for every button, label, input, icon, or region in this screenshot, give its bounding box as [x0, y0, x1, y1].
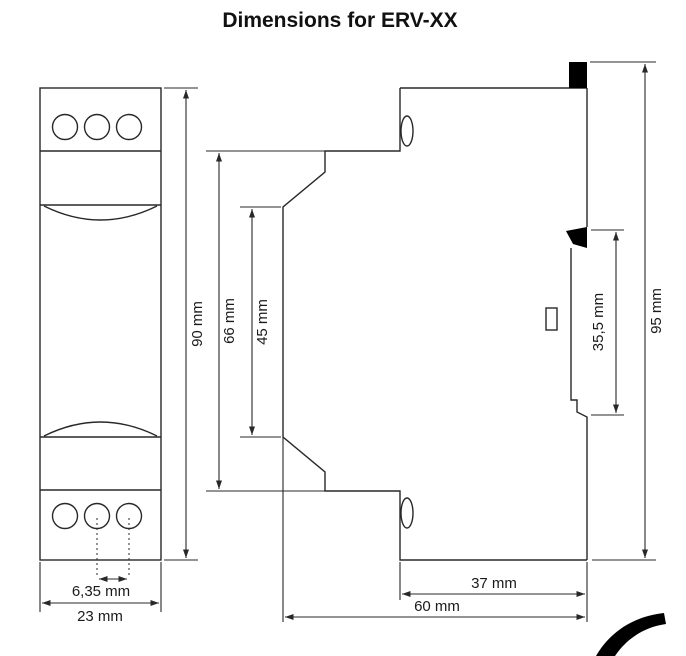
dim-60mm: 60 mm [282, 437, 585, 622]
dim-45mm: 45 mm [240, 206, 281, 438]
dim-90mm: 90 mm [164, 87, 206, 561]
din-rail-slot [570, 248, 588, 560]
dim-66mm-label: 66 mm [221, 298, 238, 344]
dim-37mm-label: 37 mm [471, 575, 517, 592]
dim-35-5mm: 35,5 mm [590, 229, 624, 416]
dim-60mm-label: 60 mm [414, 598, 460, 615]
dim-95mm: 95 mm [590, 61, 665, 561]
top-terminals [51, 113, 143, 141]
top-finger-recess [43, 205, 158, 221]
top-screw-slot [400, 115, 414, 147]
din-rail-hook [566, 227, 587, 248]
side-view [282, 62, 588, 561]
front-view [39, 87, 162, 561]
dim-90mm-label: 90 mm [189, 301, 206, 347]
page-title: Dimensions for ERV-XX [222, 9, 457, 32]
dim-6-35mm-label: 6,35 mm [72, 583, 130, 600]
dim-23mm-label: 23 mm [77, 608, 123, 625]
bottom-screw-slot [400, 497, 414, 529]
dim-95mm-label: 95 mm [648, 288, 665, 334]
din-clip-top [569, 62, 587, 88]
bottom-finger-recess [43, 421, 158, 437]
logo-swoosh-icon [596, 613, 666, 656]
dim-37mm: 37 mm [399, 562, 588, 622]
dim-6-35mm: 6,35 mm [72, 518, 130, 600]
dim-45mm-label: 45 mm [254, 299, 271, 345]
clip-slider [545, 307, 558, 331]
dim-23mm: 23 mm [39, 562, 162, 625]
dim-66mm: 66 mm [206, 150, 327, 492]
dim-35-5mm-label: 35,5 mm [590, 293, 607, 351]
